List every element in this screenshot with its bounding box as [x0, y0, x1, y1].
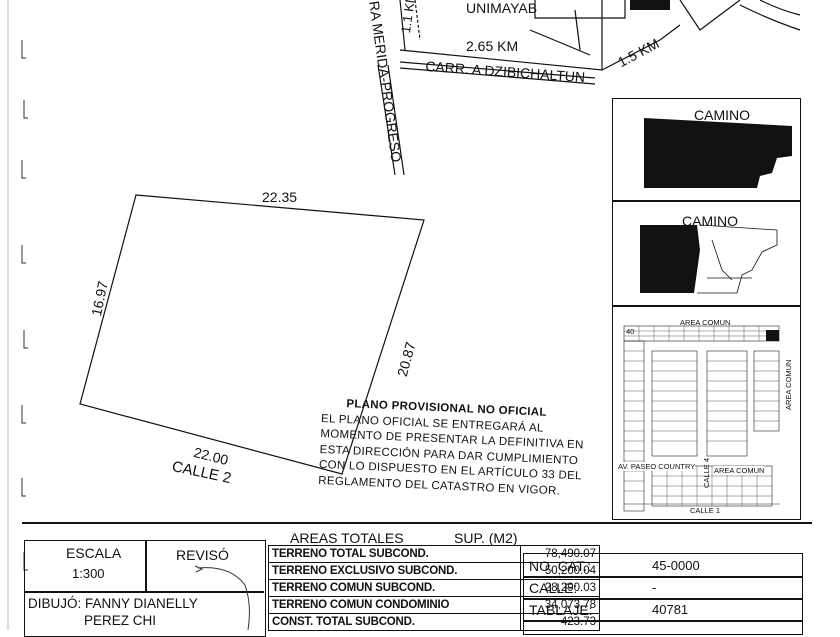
- table-row: TERRENO TOTAL SUBCOND. 78,490.07: [268, 545, 600, 563]
- info-label: CALLE:: [529, 580, 578, 596]
- area-value: 28,290.03: [520, 579, 600, 597]
- site-plan-calle-4: CALLE 4: [702, 457, 711, 488]
- info-hline: [523, 598, 803, 600]
- area-label: CONST. TOTAL SUBCOND.: [268, 613, 521, 631]
- area-label: TERRENO TOTAL SUBCOND.: [268, 545, 521, 563]
- lot-dim-top: 22.35: [262, 189, 298, 205]
- areas-header-unit: SUP. (M2): [454, 530, 518, 546]
- area-label: TERRENO COMUN SUBCOND.: [268, 579, 521, 597]
- table-row: TERRENO EXCLUSIVO SUBCOND. 50,200.04: [268, 562, 600, 580]
- table-row: CONST. TOTAL SUBCOND. 423.73: [268, 613, 600, 631]
- areas-header-label: AREAS TOTALES: [290, 530, 404, 546]
- site-plan-area-comun-top: AREA COMUN: [680, 318, 731, 327]
- title-block-hline: [24, 591, 264, 593]
- title-block-vline: [145, 540, 147, 592]
- site-plan-area-comun-side: AREA COMUN: [784, 359, 793, 410]
- info-hline: [523, 576, 803, 578]
- site-plan-area-comun-bottom: AREA COMUN: [714, 466, 765, 475]
- info-label: TABLAJE:: [529, 602, 593, 618]
- dibujo-line-1: DIBUJÓ: FANNY DIANELLY: [28, 596, 198, 611]
- info-label: NO. CAT.:: [529, 558, 591, 574]
- margin-ticks: [7, 0, 28, 630]
- info-value: 40781: [652, 602, 689, 617]
- site-plan-paseo-country: AV. PASEO COUNTRY: [618, 462, 696, 471]
- reviso-label: REVISÓ: [176, 547, 229, 563]
- table-row: TERRENO COMUN CONDOMINIO 34,073.78: [268, 596, 600, 614]
- areas-table: TERRENO TOTAL SUBCOND. 78,490.07 TERRENO…: [268, 545, 600, 631]
- provisional-notice: PLANO PROVISIONAL NO OFICIAL EL PLANO OF…: [318, 396, 584, 500]
- inset-camino-2: [640, 224, 778, 294]
- location-map: [377, 0, 801, 175]
- info-hline: [523, 620, 803, 622]
- area-label: TERRENO COMUN CONDOMINIO: [268, 596, 521, 614]
- inset-camino-1: [644, 118, 792, 188]
- lot-polygon: [79, 194, 425, 475]
- area-value: 423.73: [520, 613, 600, 631]
- escala-label: ESCALA: [66, 545, 122, 561]
- site-plan-calle-1: CALLE 1: [690, 506, 721, 515]
- site-plan-lot-40: 40: [626, 327, 635, 336]
- reviso-signature: [194, 565, 250, 630]
- escala-value: 1:300: [72, 566, 105, 581]
- info-value: -: [652, 580, 657, 595]
- map-label-unimayab: UNIMAYAB: [466, 0, 538, 16]
- table-row: TERRENO COMUN SUBCOND. 28,290.03: [268, 579, 600, 597]
- title-block-rule: [22, 522, 812, 524]
- info-value: 45-0000: [652, 558, 700, 573]
- area-label: TERRENO EXCLUSIVO SUBCOND.: [268, 562, 521, 580]
- inset-divider: [612, 305, 801, 307]
- inset-frame: [612, 98, 801, 520]
- inset-site-plan: [623, 325, 780, 512]
- dibujo-line-2: PEREZ CHI: [84, 613, 157, 628]
- map-label-dist-2: 2.65 KM: [466, 38, 519, 54]
- inset-camino-label-1: CAMINO: [694, 107, 750, 123]
- inset-divider: [612, 200, 801, 202]
